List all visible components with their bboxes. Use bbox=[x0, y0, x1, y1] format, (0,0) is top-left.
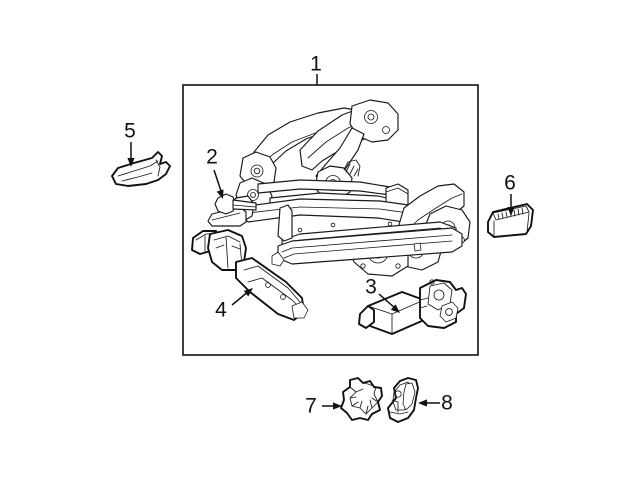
bracket-lever-crease-b bbox=[121, 172, 153, 182]
callout-6-arrowhead bbox=[507, 207, 515, 216]
right-bracket-bolt-c bbox=[395, 263, 401, 269]
handle-shaft bbox=[232, 199, 257, 211]
assembly-group-box[interactable] bbox=[182, 84, 479, 356]
callout-2-arrowhead bbox=[216, 189, 224, 199]
callout-3-arrowhead bbox=[390, 304, 400, 313]
callout-layer: 1 2 3 4 5 6 7 8 bbox=[124, 53, 516, 418]
part-7-knurled-gear-knob[interactable] bbox=[340, 377, 383, 421]
part-3-seat-adjuster-motor[interactable] bbox=[358, 279, 467, 335]
callout-1-group[interactable]: 1 bbox=[310, 53, 322, 85]
callout-6-number[interactable]: 6 bbox=[504, 172, 516, 195]
callout-7-number[interactable]: 7 bbox=[305, 395, 317, 418]
part-2-adjuster-handle-knob[interactable] bbox=[214, 193, 257, 215]
part-1-seat-track-assembly[interactable] bbox=[182, 84, 479, 356]
pivot-bracket-crease bbox=[391, 399, 399, 413]
callout-5-group[interactable]: 5 bbox=[124, 120, 136, 167]
gear-housing-ribs bbox=[419, 297, 429, 309]
callout-8-number[interactable]: 8 bbox=[441, 392, 453, 415]
lower-rail-end-cap bbox=[271, 251, 285, 267]
pivot-bracket-lobe bbox=[402, 382, 416, 411]
callout-3-number[interactable]: 3 bbox=[365, 276, 377, 299]
upper-pivot-hole bbox=[364, 110, 378, 124]
center-cam-spring-coils bbox=[345, 163, 359, 177]
seat-track-assembly-artwork bbox=[207, 99, 471, 277]
gear-housing-hole bbox=[433, 289, 445, 301]
center-cam-spring bbox=[343, 159, 361, 177]
callout-7-arrowhead bbox=[333, 402, 342, 410]
pivot-bracket-base-edge bbox=[389, 411, 409, 415]
handle-knob-head bbox=[214, 193, 237, 215]
left-flat-tongue-crease bbox=[211, 212, 241, 221]
beam-hole-c bbox=[297, 227, 303, 233]
callout-2-number[interactable]: 2 bbox=[206, 146, 218, 169]
callout-5-arrowhead bbox=[127, 158, 135, 167]
bracket-lever-crease-a bbox=[117, 160, 159, 177]
rail-upper-crease-b bbox=[225, 236, 229, 269]
rail-right-end-tab bbox=[291, 301, 309, 319]
rail-diagonal-crease-a bbox=[243, 265, 301, 303]
gear-knob-inner-face bbox=[349, 382, 379, 415]
right-bracket-bolt-d bbox=[360, 263, 366, 269]
beam-hole-b bbox=[387, 221, 393, 227]
left-bearing-hole-inner bbox=[253, 167, 261, 175]
callout-4-number[interactable]: 4 bbox=[215, 299, 227, 322]
pivot-bracket-hole bbox=[394, 390, 402, 398]
callout-7-group[interactable]: 7 bbox=[305, 395, 342, 418]
center-riser-post-edge bbox=[385, 187, 409, 195]
rail-upper-slots bbox=[215, 244, 241, 250]
callout-2-group[interactable]: 2 bbox=[206, 146, 224, 199]
serrated-block-right-edge bbox=[526, 212, 530, 233]
left-lower-knuckle-hole-inner bbox=[250, 192, 256, 198]
rail-hole-b bbox=[280, 294, 286, 300]
gear-housing-boss bbox=[439, 301, 459, 323]
left-vertical-support bbox=[277, 204, 293, 242]
beam-hole-a bbox=[330, 222, 336, 228]
callout-4-arrowhead bbox=[243, 288, 253, 297]
callout-3-leader-line bbox=[378, 293, 397, 310]
part-5-mounting-bracket-lever[interactable] bbox=[111, 151, 171, 187]
left-lower-knuckle-hole bbox=[247, 189, 259, 201]
callout-5-number[interactable]: 5 bbox=[124, 120, 136, 143]
part-8-pivot-bracket[interactable] bbox=[387, 377, 419, 423]
gear-housing-bolt-a bbox=[429, 279, 435, 285]
upper-knuckle-bolt bbox=[382, 126, 390, 134]
callout-2-leader-line bbox=[213, 169, 223, 195]
part-4-track-support-rail[interactable] bbox=[191, 229, 309, 321]
motor-end-cap bbox=[358, 305, 375, 329]
callout-8-arrowhead bbox=[418, 399, 427, 407]
callout-8-group[interactable]: 8 bbox=[418, 392, 453, 415]
serrated-block-top-face bbox=[492, 205, 530, 221]
bracket-lever-end bbox=[111, 176, 117, 184]
lower-rail-tab bbox=[413, 242, 422, 252]
lower-front-rail-lower-crease bbox=[281, 234, 453, 253]
left-bearing-hole bbox=[250, 164, 264, 178]
handle-shaft-crease bbox=[232, 204, 257, 208]
gear-housing-boss-hole bbox=[445, 308, 453, 316]
callout-3-group[interactable]: 3 bbox=[365, 276, 400, 313]
rail-hole-a bbox=[265, 282, 271, 288]
rail-upper-crease-a bbox=[213, 235, 241, 243]
lower-front-rail-lower-crease2 bbox=[283, 240, 453, 259]
bracket-lever-tip bbox=[155, 159, 161, 177]
gear-knob-teeth-lines bbox=[349, 388, 379, 415]
callout-1-number[interactable]: 1 bbox=[310, 53, 322, 76]
serrated-block-body bbox=[487, 203, 534, 238]
upper-pivot-hole-inner bbox=[367, 113, 375, 121]
part-6-serrated-block-insert[interactable] bbox=[487, 203, 534, 238]
callout-4-group[interactable]: 4 bbox=[215, 288, 253, 322]
callout-6-group[interactable]: 6 bbox=[504, 172, 516, 216]
